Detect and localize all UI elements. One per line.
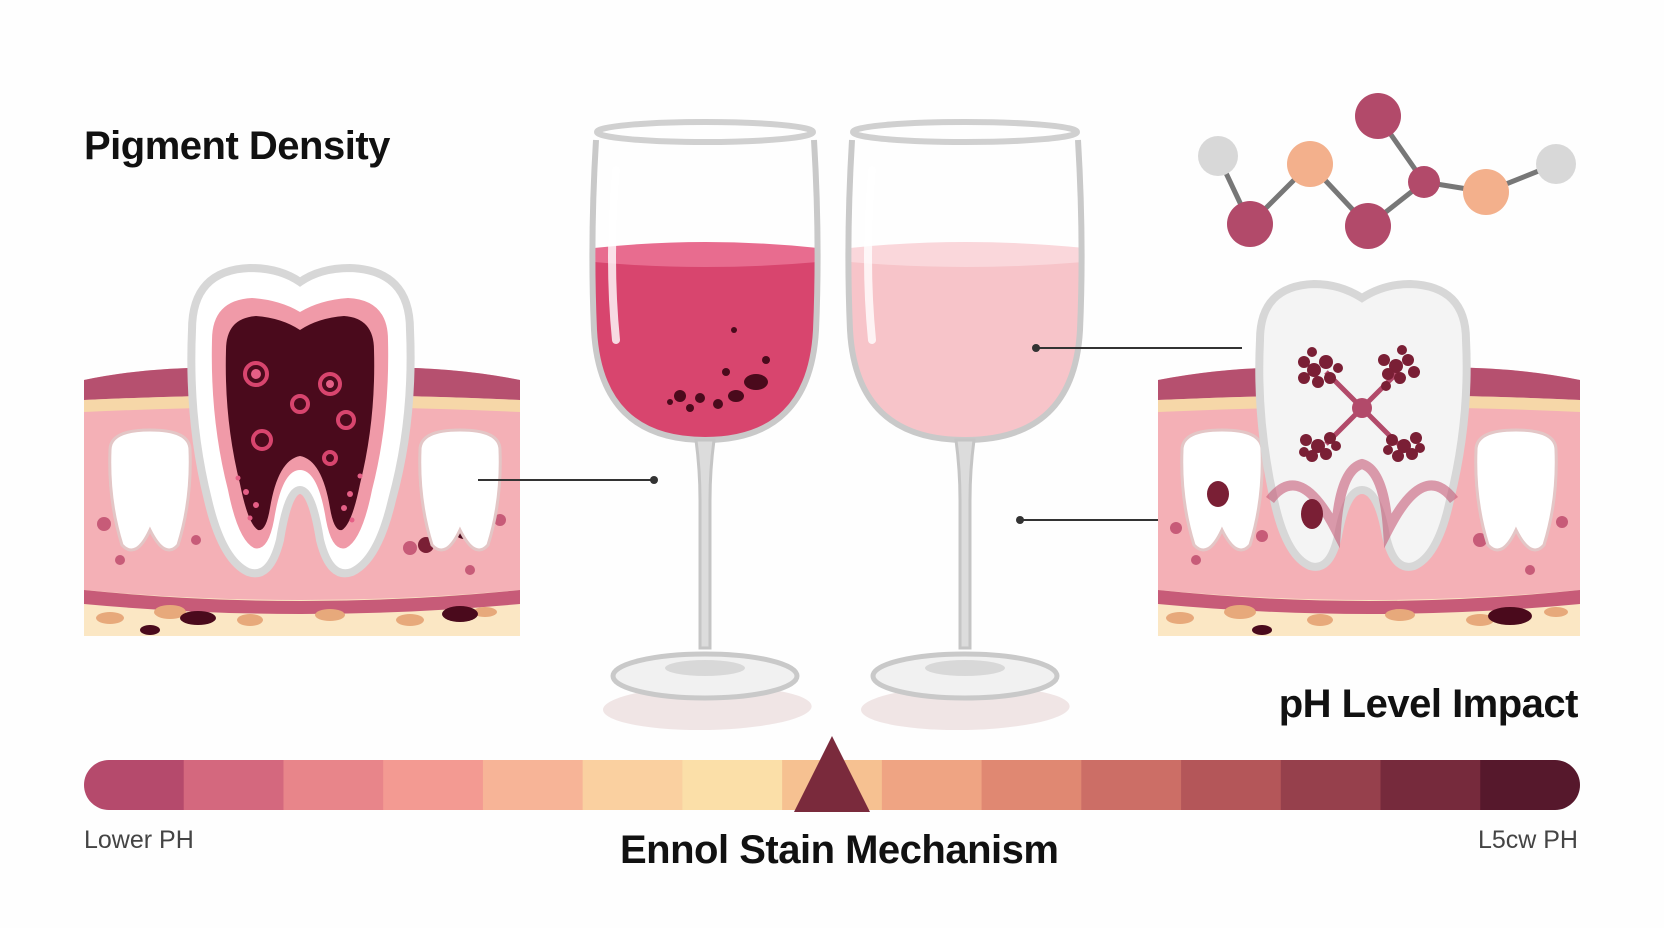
ph-scale-segment xyxy=(183,760,285,810)
rose-wine-glass-icon xyxy=(845,119,1085,730)
ph-scale-segment xyxy=(383,760,484,810)
tooth-stain-spots xyxy=(243,361,356,466)
pigment-cluster-tooth-icon xyxy=(1255,279,1471,571)
ph-scale-segment xyxy=(1081,760,1183,810)
red-wine-pigment-particles xyxy=(667,327,770,412)
ph-pointer xyxy=(794,736,870,812)
ph-scale-segment xyxy=(1380,760,1482,810)
ph-scale-segment xyxy=(482,760,584,810)
red-wine-glass-icon xyxy=(589,119,821,730)
ph-scale-segment xyxy=(84,760,185,810)
ph-scale-segment xyxy=(1280,760,1382,810)
left-bone-pores xyxy=(96,605,497,626)
stained-tooth-icon xyxy=(187,263,415,578)
pigment-cluster xyxy=(1298,345,1425,462)
scale-right-label: L5cw PH xyxy=(1477,826,1578,854)
ph-scale-segment xyxy=(881,760,983,810)
ph-level-impact-label: pH Level Impact xyxy=(1278,682,1579,726)
pigment-density-label: Pigment Density xyxy=(84,124,390,168)
ph-scale-segment xyxy=(981,760,1083,810)
scale-left-label: Lower PH xyxy=(84,826,194,854)
main-title: Ennol Stain Mechanism xyxy=(620,828,1059,872)
ph-scale-segment xyxy=(1181,760,1282,810)
ph-scale-segment xyxy=(1480,760,1580,810)
ph-scale-segment xyxy=(582,760,684,810)
ph-scale-segment xyxy=(283,760,385,810)
ph-scale-segment xyxy=(682,760,784,810)
molecule-icon xyxy=(1198,93,1576,249)
